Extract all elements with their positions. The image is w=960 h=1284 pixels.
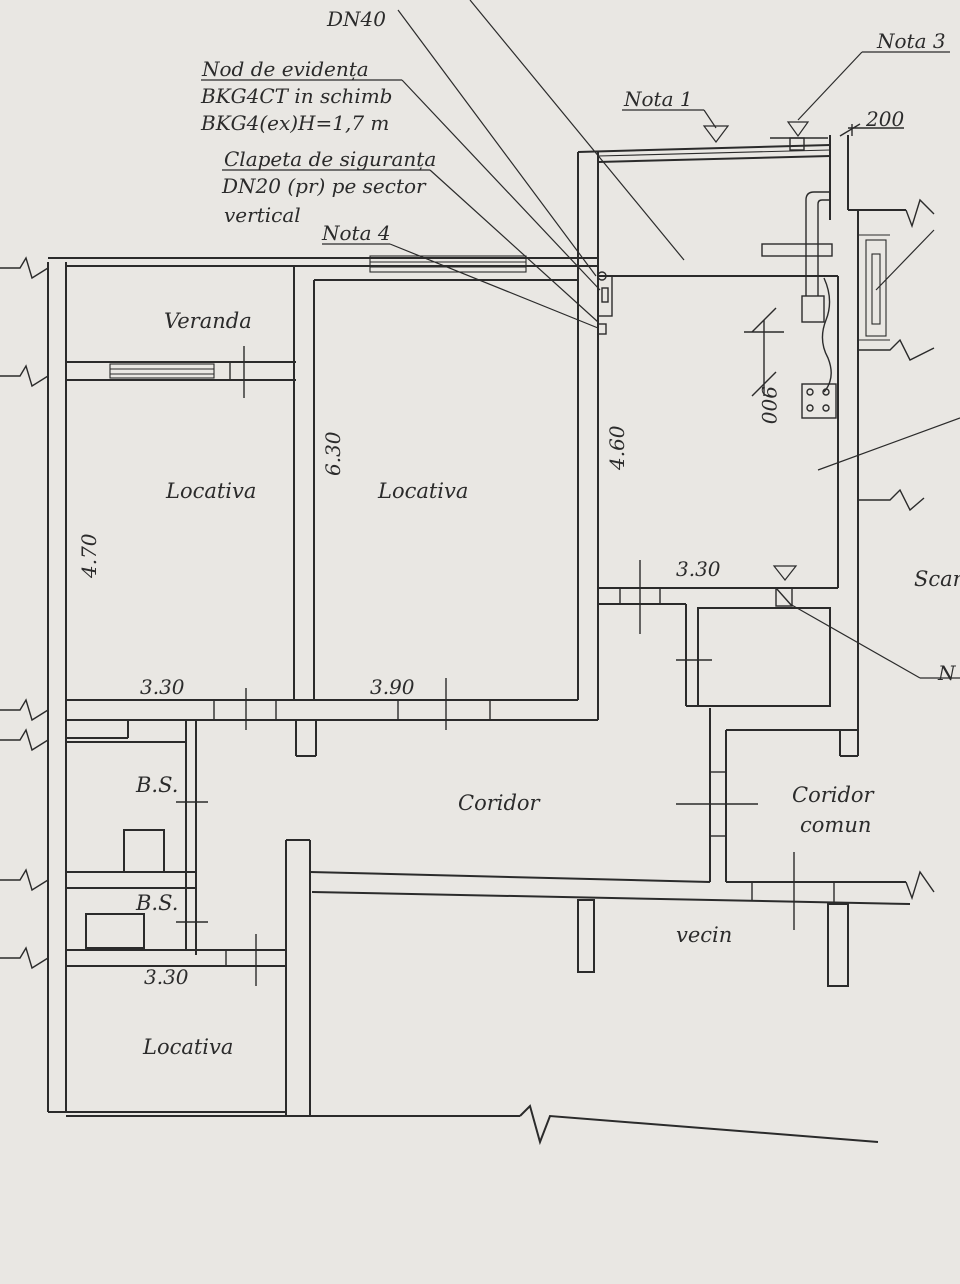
dim-center-height: 6.30	[321, 431, 345, 476]
walls	[47, 135, 911, 1146]
dimension-lines	[744, 123, 904, 397]
room-bs-lower: B.S.	[135, 891, 178, 915]
door-marks	[176, 346, 835, 986]
gas-equipment	[597, 137, 837, 607]
room-bs-upper: B.S.	[135, 773, 178, 797]
room-veranda: Veranda	[164, 309, 252, 333]
room-coridor: Coridor	[458, 791, 542, 815]
dim-bottom-width: 3.30	[144, 965, 189, 989]
offset-200-label: 200	[865, 107, 904, 131]
break-symbols	[0, 198, 935, 970]
stove-icon	[801, 383, 837, 419]
valve-label-line2: DN20 (pr) pe sector	[221, 174, 427, 198]
nota1-label: Nota 1	[623, 87, 693, 111]
dim-stove-height: 900	[757, 386, 781, 424]
windows	[109, 149, 890, 379]
valve-label-line3: vertical	[224, 203, 301, 227]
room-vecin: vecin	[676, 923, 732, 947]
room-scara: Scar	[914, 567, 960, 591]
dim-center-width: 3.90	[370, 675, 415, 699]
nota-right-label: N	[937, 661, 957, 685]
annotations: DN40 Nod de evidența BKG4CT in schimb BK…	[200, 7, 957, 685]
room-locativa-bottom: Locativa	[142, 1035, 233, 1059]
room-locativa-left: Locativa	[165, 479, 256, 503]
valve-label-line1: Clapeta de siguranța	[224, 147, 436, 171]
meter-label-line2: BKG4CT in schimb	[200, 84, 392, 108]
room-labels: Veranda Locativa Locativa B.S. B.S. Cori…	[135, 309, 960, 1059]
dim-kitchen-width: 3.30	[676, 557, 721, 581]
meter-label-line3: BKG4(ex)H=1,7 m	[200, 111, 389, 135]
dim-left-height: 4.70	[77, 533, 101, 579]
leader-lines	[201, 0, 960, 679]
gas-meter-icon	[597, 275, 613, 317]
room-coridor-comun-line1: Coridor	[792, 783, 876, 807]
dimension-labels: 4.70 6.30 4.60 3.30 3.90 3.30 3.30 900	[77, 386, 781, 989]
dim-left-width: 3.30	[140, 675, 185, 699]
nota3-label: Nota 3	[876, 29, 946, 53]
dim-kitchen-height: 4.60	[605, 425, 629, 471]
safety-valve-icon	[597, 323, 607, 335]
pipe-diameter-label: DN40	[326, 7, 386, 31]
room-coridor-comun-line2: comun	[800, 813, 871, 837]
room-locativa-center: Locativa	[377, 479, 468, 503]
meter-label-line1: Nod de evidența	[201, 57, 369, 81]
nota4-label: Nota 4	[321, 221, 391, 245]
